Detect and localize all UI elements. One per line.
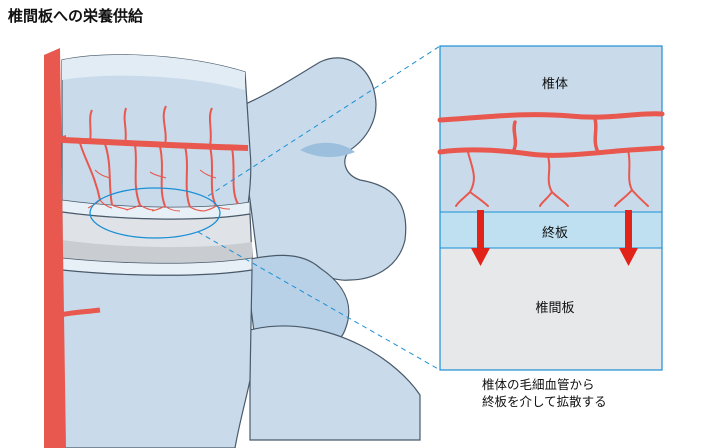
disc-shading xyxy=(62,240,252,264)
inset-vertebral-body-label: 椎体 xyxy=(541,77,568,92)
capillary-fine xyxy=(87,169,231,212)
upper-body-shadow xyxy=(62,54,245,90)
inset-connector xyxy=(593,117,600,154)
caption-line-1: 椎体の毛細血管から xyxy=(482,377,595,392)
inset-panel xyxy=(437,45,665,371)
lower-process xyxy=(249,325,421,441)
diffusion-arrow xyxy=(471,210,490,266)
leader-line-top xyxy=(207,45,441,197)
inset-endplate-label: 終板 xyxy=(541,226,568,241)
leader-line-bottom xyxy=(197,231,441,371)
inset-disc-label: 椎間板 xyxy=(535,301,575,316)
inset-disc-region xyxy=(440,248,662,370)
inset-capillary xyxy=(455,151,489,207)
spinous-shadow xyxy=(300,142,355,157)
inset-capillary xyxy=(539,155,569,207)
spine-illustration xyxy=(44,48,421,448)
inset-artery-upper xyxy=(437,111,665,123)
inset-capillary xyxy=(614,149,649,207)
zoom-region-ellipse xyxy=(89,187,221,239)
inset-artery-lower xyxy=(437,145,665,158)
caption: 椎体の毛細血管から 終板を介して拡散する xyxy=(482,376,607,410)
segmental-artery xyxy=(61,137,249,151)
page-title: 椎間板への栄養供給 xyxy=(8,7,144,25)
inset-vertebral-body xyxy=(440,46,662,212)
inset-vessels xyxy=(437,111,665,207)
inset-connector xyxy=(512,120,518,152)
lower-vertebral-body xyxy=(61,269,253,448)
diffusion-arrow xyxy=(619,210,638,266)
caption-line-2: 終板を介して拡散する xyxy=(482,394,607,409)
aorta xyxy=(44,48,66,448)
vertebral-process xyxy=(229,57,407,281)
